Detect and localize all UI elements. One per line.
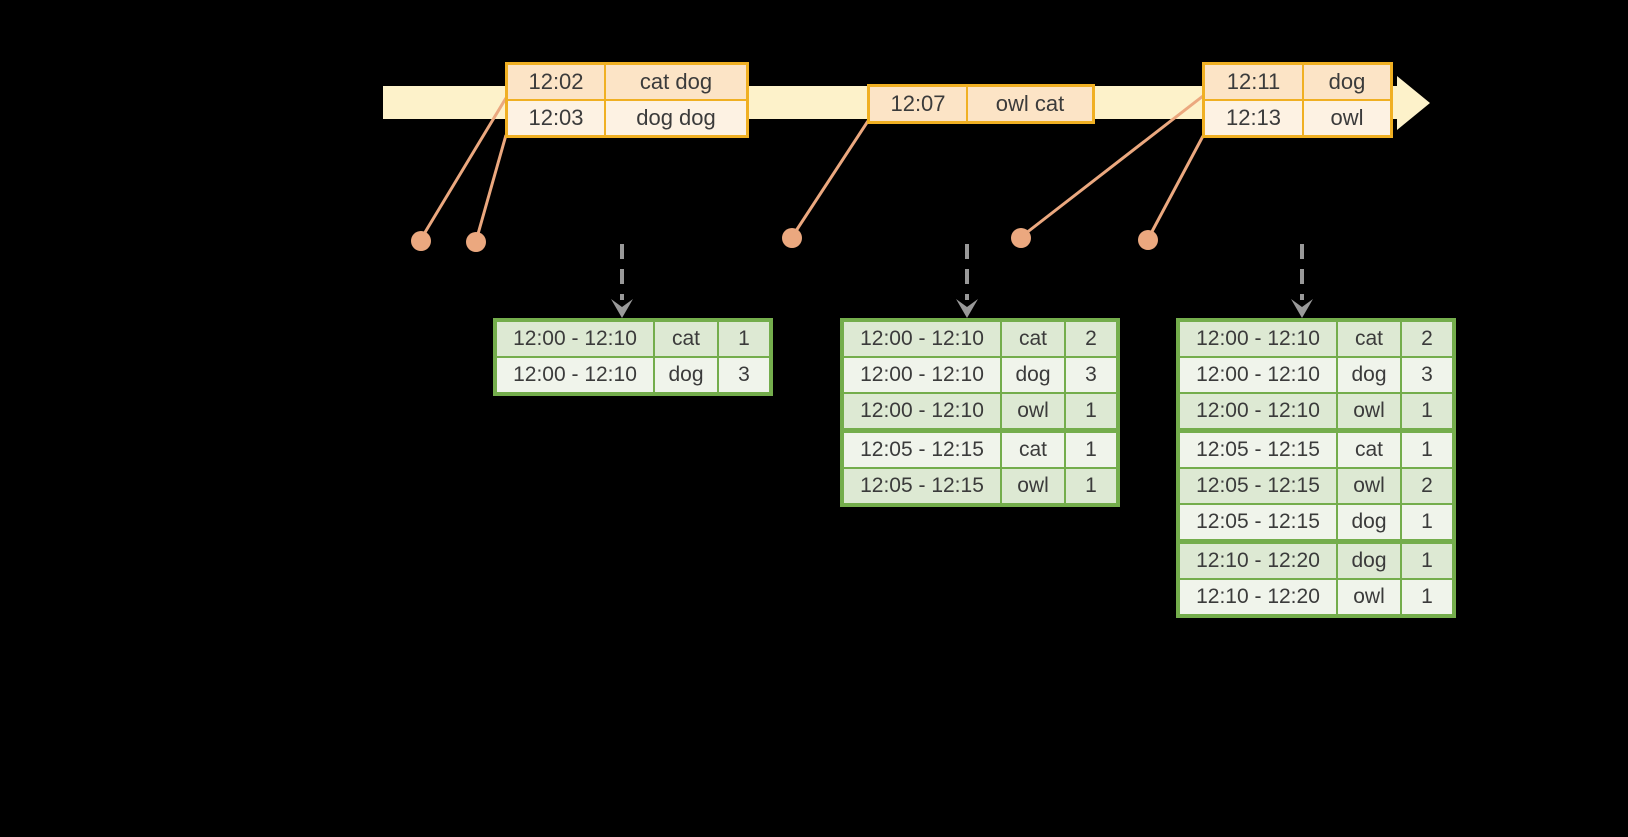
event-row: 12:13 owl <box>1202 99 1393 138</box>
window-cell: 12:05 - 12:15 <box>841 467 1002 506</box>
window-cell: 12:00 - 12:10 <box>1177 392 1338 432</box>
connector-line <box>790 120 870 238</box>
result-row: 12:00 - 12:10 cat 2 <box>841 319 1119 358</box>
count-cell: 1 <box>1064 392 1119 432</box>
window-cell: 12:00 - 12:10 <box>1177 319 1338 358</box>
window-cell: 12:00 - 12:10 <box>841 392 1002 432</box>
result-row: 12:00 - 12:10 cat 1 <box>494 319 772 358</box>
word-cell: owl <box>1336 392 1402 432</box>
window-cell: 12:00 - 12:10 <box>1177 356 1338 394</box>
result-table-3: 12:00 - 12:10 cat 2 12:00 - 12:10 dog 3 … <box>1176 318 1456 618</box>
count-cell: 2 <box>1400 467 1455 505</box>
word-cell: owl <box>1000 467 1066 506</box>
word-cell: dog <box>1336 503 1402 543</box>
connector-line <box>474 134 508 242</box>
word-cell: cat <box>1336 428 1402 469</box>
event-table-1: 12:02 cat dog 12:03 dog dog <box>505 62 749 138</box>
connector-line <box>1146 135 1205 240</box>
event-time-cell: 12:11 <box>1202 62 1304 101</box>
window-cell: 12:05 - 12:15 <box>1177 467 1338 505</box>
window-cell: 12:00 - 12:10 <box>841 356 1002 394</box>
result-row: 12:10 - 12:20 dog 1 <box>1177 539 1455 580</box>
event-time-cell: 12:03 <box>505 99 606 138</box>
event-dot <box>466 232 486 252</box>
word-cell: cat <box>1000 319 1066 358</box>
count-cell: 1 <box>1400 578 1455 617</box>
connector-line <box>419 97 508 240</box>
word-cell: cat <box>653 319 719 358</box>
count-cell: 2 <box>1064 319 1119 358</box>
count-cell: 1 <box>1400 539 1455 580</box>
trigger-arrowhead-icon <box>611 299 633 318</box>
event-row: 12:02 cat dog <box>505 62 749 101</box>
count-cell: 1 <box>1064 467 1119 506</box>
window-cell: 12:05 - 12:15 <box>1177 428 1338 469</box>
window-cell: 12:05 - 12:15 <box>1177 503 1338 543</box>
word-cell: owl <box>1336 578 1402 617</box>
word-cell: dog <box>1000 356 1066 394</box>
event-words-cell: dog <box>1302 62 1393 101</box>
count-cell: 1 <box>1400 428 1455 469</box>
count-cell: 1 <box>1064 428 1119 469</box>
result-row: 12:10 - 12:20 owl 1 <box>1177 578 1455 617</box>
event-row: 12:03 dog dog <box>505 99 749 138</box>
event-words-cell: owl cat <box>966 84 1095 124</box>
timeline-arrowhead-icon <box>1397 76 1430 130</box>
event-time-cell: 12:02 <box>505 62 606 101</box>
window-cell: 12:00 - 12:10 <box>841 319 1002 358</box>
event-row: 12:11 dog <box>1202 62 1393 101</box>
word-cell: owl <box>1336 467 1402 505</box>
count-cell: 3 <box>1064 356 1119 394</box>
result-row: 12:00 - 12:10 dog 3 <box>1177 356 1455 394</box>
word-cell: dog <box>1336 539 1402 580</box>
count-cell: 2 <box>1400 319 1455 358</box>
event-dot <box>411 231 431 251</box>
event-time-cell: 12:07 <box>867 84 968 124</box>
event-table-3: 12:11 dog 12:13 owl <box>1202 62 1393 138</box>
result-row: 12:00 - 12:10 dog 3 <box>494 356 772 395</box>
word-cell: dog <box>653 356 719 395</box>
trigger-arrowhead-icon <box>1291 299 1313 318</box>
event-words-cell: dog dog <box>604 99 749 138</box>
event-time-cell: 12:13 <box>1202 99 1304 138</box>
result-row: 12:00 - 12:10 dog 3 <box>841 356 1119 394</box>
event-dot <box>1138 230 1158 250</box>
word-cell: owl <box>1000 392 1066 432</box>
word-cell: cat <box>1336 319 1402 358</box>
trigger-arrowhead-icon <box>956 299 978 318</box>
window-cell: 12:05 - 12:15 <box>841 428 1002 469</box>
result-table-2: 12:00 - 12:10 cat 2 12:00 - 12:10 dog 3 … <box>840 318 1120 507</box>
word-cell: cat <box>1000 428 1066 469</box>
event-words-cell: owl <box>1302 99 1393 138</box>
event-dot <box>782 228 802 248</box>
result-row: 12:05 - 12:15 cat 1 <box>841 428 1119 469</box>
count-cell: 1 <box>717 319 772 358</box>
result-row: 12:05 - 12:15 cat 1 <box>1177 428 1455 469</box>
window-cell: 12:00 - 12:10 <box>494 356 655 395</box>
count-cell: 3 <box>717 356 772 395</box>
word-cell: dog <box>1336 356 1402 394</box>
result-row: 12:00 - 12:10 cat 2 <box>1177 319 1455 358</box>
result-row: 12:00 - 12:10 owl 1 <box>1177 392 1455 432</box>
result-row: 12:00 - 12:10 owl 1 <box>841 392 1119 432</box>
result-row: 12:05 - 12:15 dog 1 <box>1177 503 1455 543</box>
event-row: 12:07 owl cat <box>867 84 1095 124</box>
result-row: 12:05 - 12:15 owl 1 <box>841 467 1119 506</box>
window-cell: 12:10 - 12:20 <box>1177 578 1338 617</box>
event-table-2: 12:07 owl cat <box>867 84 1095 124</box>
event-words-cell: cat dog <box>604 62 749 101</box>
event-dot <box>1011 228 1031 248</box>
count-cell: 1 <box>1400 503 1455 543</box>
window-cell: 12:10 - 12:20 <box>1177 539 1338 580</box>
count-cell: 1 <box>1400 392 1455 432</box>
result-row: 12:05 - 12:15 owl 2 <box>1177 467 1455 505</box>
count-cell: 3 <box>1400 356 1455 394</box>
result-table-1: 12:00 - 12:10 cat 1 12:00 - 12:10 dog 3 <box>493 318 773 396</box>
window-cell: 12:00 - 12:10 <box>494 319 655 358</box>
